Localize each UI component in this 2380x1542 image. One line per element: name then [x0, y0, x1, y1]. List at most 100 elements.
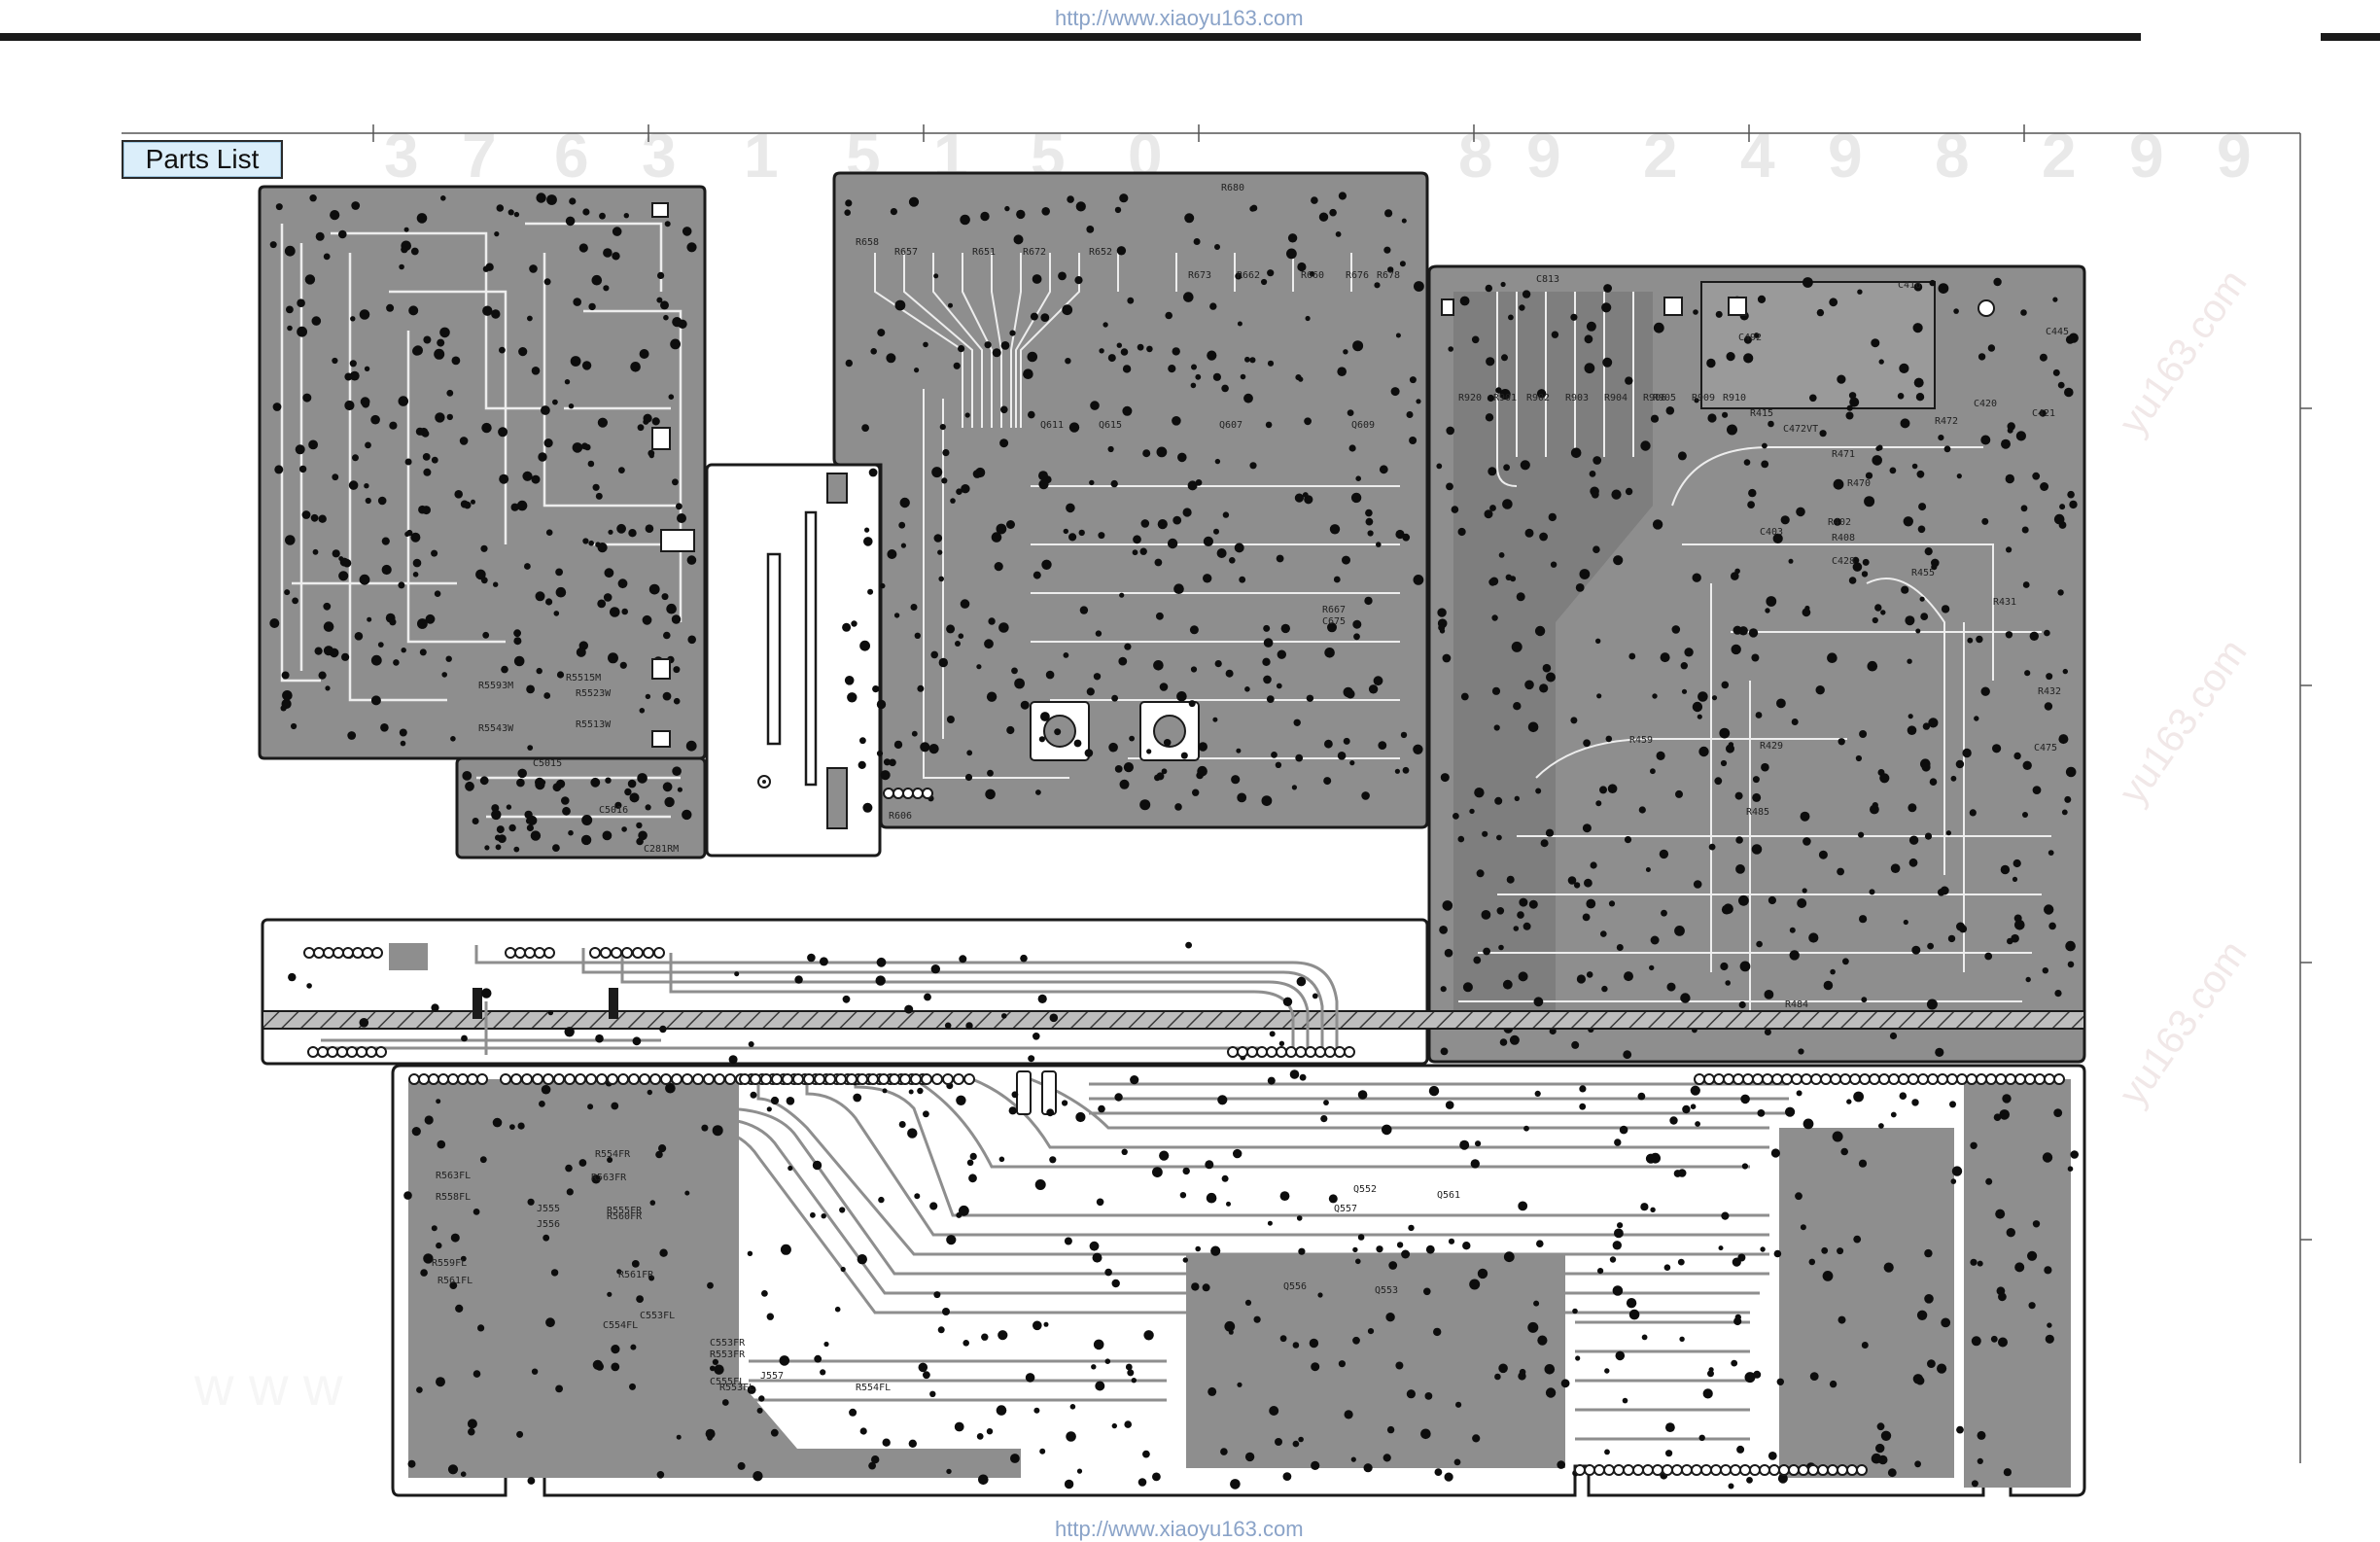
solder-pad: [876, 699, 887, 710]
solder-pad: [381, 537, 390, 545]
solder-pad: [1969, 809, 1977, 817]
solder-pad: [984, 639, 994, 649]
solder-pad: [1575, 583, 1585, 592]
solder-pad: [1237, 792, 1247, 803]
solder-pad: [415, 427, 424, 436]
solder-pad: [1378, 741, 1387, 750]
solder-pad: [662, 782, 673, 792]
connector-pin: [1584, 1464, 1595, 1476]
solder-pad: [1612, 1285, 1624, 1296]
solder-pad: [676, 503, 682, 510]
solder-pad: [1457, 835, 1465, 843]
solder-pad: [2001, 438, 2011, 449]
label-r5513w: R5513W: [576, 719, 612, 730]
solder-pad: [1743, 335, 1752, 344]
solder-pad: [434, 590, 441, 597]
solder-pad: [1206, 1192, 1217, 1204]
solder-pad: [479, 1156, 487, 1164]
connector-pin: [366, 1046, 377, 1058]
solder-pad: [1035, 789, 1041, 795]
solder-pad: [2048, 922, 2056, 930]
solder-pad: [1231, 775, 1241, 785]
solder-pad: [311, 316, 322, 326]
solder-pad: [1237, 1382, 1242, 1387]
solder-pad: [1622, 1397, 1628, 1404]
solder-pad: [1444, 1472, 1453, 1482]
solder-pad: [1941, 1317, 1951, 1328]
solder-pad: [941, 477, 948, 484]
solder-pad: [1861, 571, 1869, 578]
solder-pad: [1533, 1300, 1540, 1307]
solder-pad: [1182, 1167, 1190, 1175]
solder-pad: [332, 357, 338, 365]
label-q607: Q607: [1219, 420, 1242, 431]
label-c428: C428: [1832, 556, 1855, 567]
solder-pad: [1736, 1445, 1745, 1454]
solder-pad: [942, 449, 950, 457]
solder-pad: [482, 631, 490, 639]
solder-pad: [1897, 393, 1905, 400]
connector-pin: [1681, 1464, 1693, 1476]
solder-pad: [707, 1281, 714, 1289]
solder-pad: [2021, 526, 2029, 534]
board-right: C813 R902 R903 R904 R906 R909 R910 R920 …: [1427, 264, 2086, 1064]
solder-pad: [1402, 533, 1411, 542]
solder-pad: [1539, 532, 1548, 542]
solder-pad: [408, 305, 419, 316]
solder-pad: [398, 581, 405, 589]
parts-list-button[interactable]: Parts List: [122, 140, 283, 179]
solder-pad: [887, 549, 897, 559]
solder-pad: [1296, 1215, 1303, 1221]
solder-pad: [1545, 828, 1555, 837]
connector-pin: [867, 1073, 879, 1085]
solder-pad: [1764, 990, 1774, 999]
solder-pad: [370, 654, 382, 666]
solder-pad: [994, 562, 1003, 572]
solder-pad: [950, 498, 956, 504]
solder-pad: [1276, 554, 1284, 563]
solder-pad: [624, 788, 632, 796]
solder-pad: [889, 758, 896, 767]
solder-pad: [1638, 806, 1646, 814]
solder-pad: [435, 412, 445, 423]
solder-pad: [1183, 292, 1194, 302]
label-r561fr: R561FR: [618, 1270, 654, 1280]
solder-pad: [498, 834, 507, 843]
label-r563fl: R563FL: [436, 1171, 471, 1181]
solder-pad: [1751, 653, 1760, 662]
solder-pad: [595, 492, 603, 500]
solder-pad: [562, 806, 571, 816]
solder-pad: [1735, 836, 1743, 844]
bottom-watermark-url[interactable]: http://www.xiaoyu163.com: [1055, 1517, 1304, 1541]
connector-pin: [1837, 1464, 1848, 1476]
solder-pad: [981, 1333, 989, 1341]
connector-pin: [714, 1073, 725, 1085]
solder-pad: [1140, 519, 1150, 528]
connector-pin: [1276, 1046, 1287, 1058]
label-r662: R662: [1237, 270, 1260, 281]
solder-pad: [1513, 926, 1520, 931]
solder-pad: [1650, 935, 1660, 945]
solder-pad: [403, 1191, 412, 1200]
solder-pad: [1182, 1257, 1189, 1263]
solder-pad: [1409, 437, 1418, 444]
connector-pin: [1798, 1464, 1809, 1476]
solder-pad: [1924, 832, 1933, 840]
top-watermark-url[interactable]: http://www.xiaoyu163.com: [1055, 6, 1304, 30]
solder-pad: [1550, 561, 1558, 568]
solder-pad: [1926, 999, 1938, 1010]
solder-pad: [527, 315, 533, 322]
solder-pad: [1401, 218, 1407, 224]
solder-pad: [1214, 244, 1220, 250]
label-c475: C475: [2034, 743, 2057, 753]
solder-pad: [1244, 356, 1250, 363]
solder-pad: [1842, 958, 1849, 965]
solder-pad: [1277, 649, 1287, 659]
connector-pin: [438, 1073, 449, 1085]
solder-pad: [814, 1354, 822, 1363]
solder-pad: [1955, 759, 1965, 769]
solder-pad: [1956, 473, 1962, 479]
solder-pad: [541, 1084, 551, 1095]
solder-pad: [2057, 381, 2065, 389]
connector-pin: [1762, 1073, 1773, 1085]
